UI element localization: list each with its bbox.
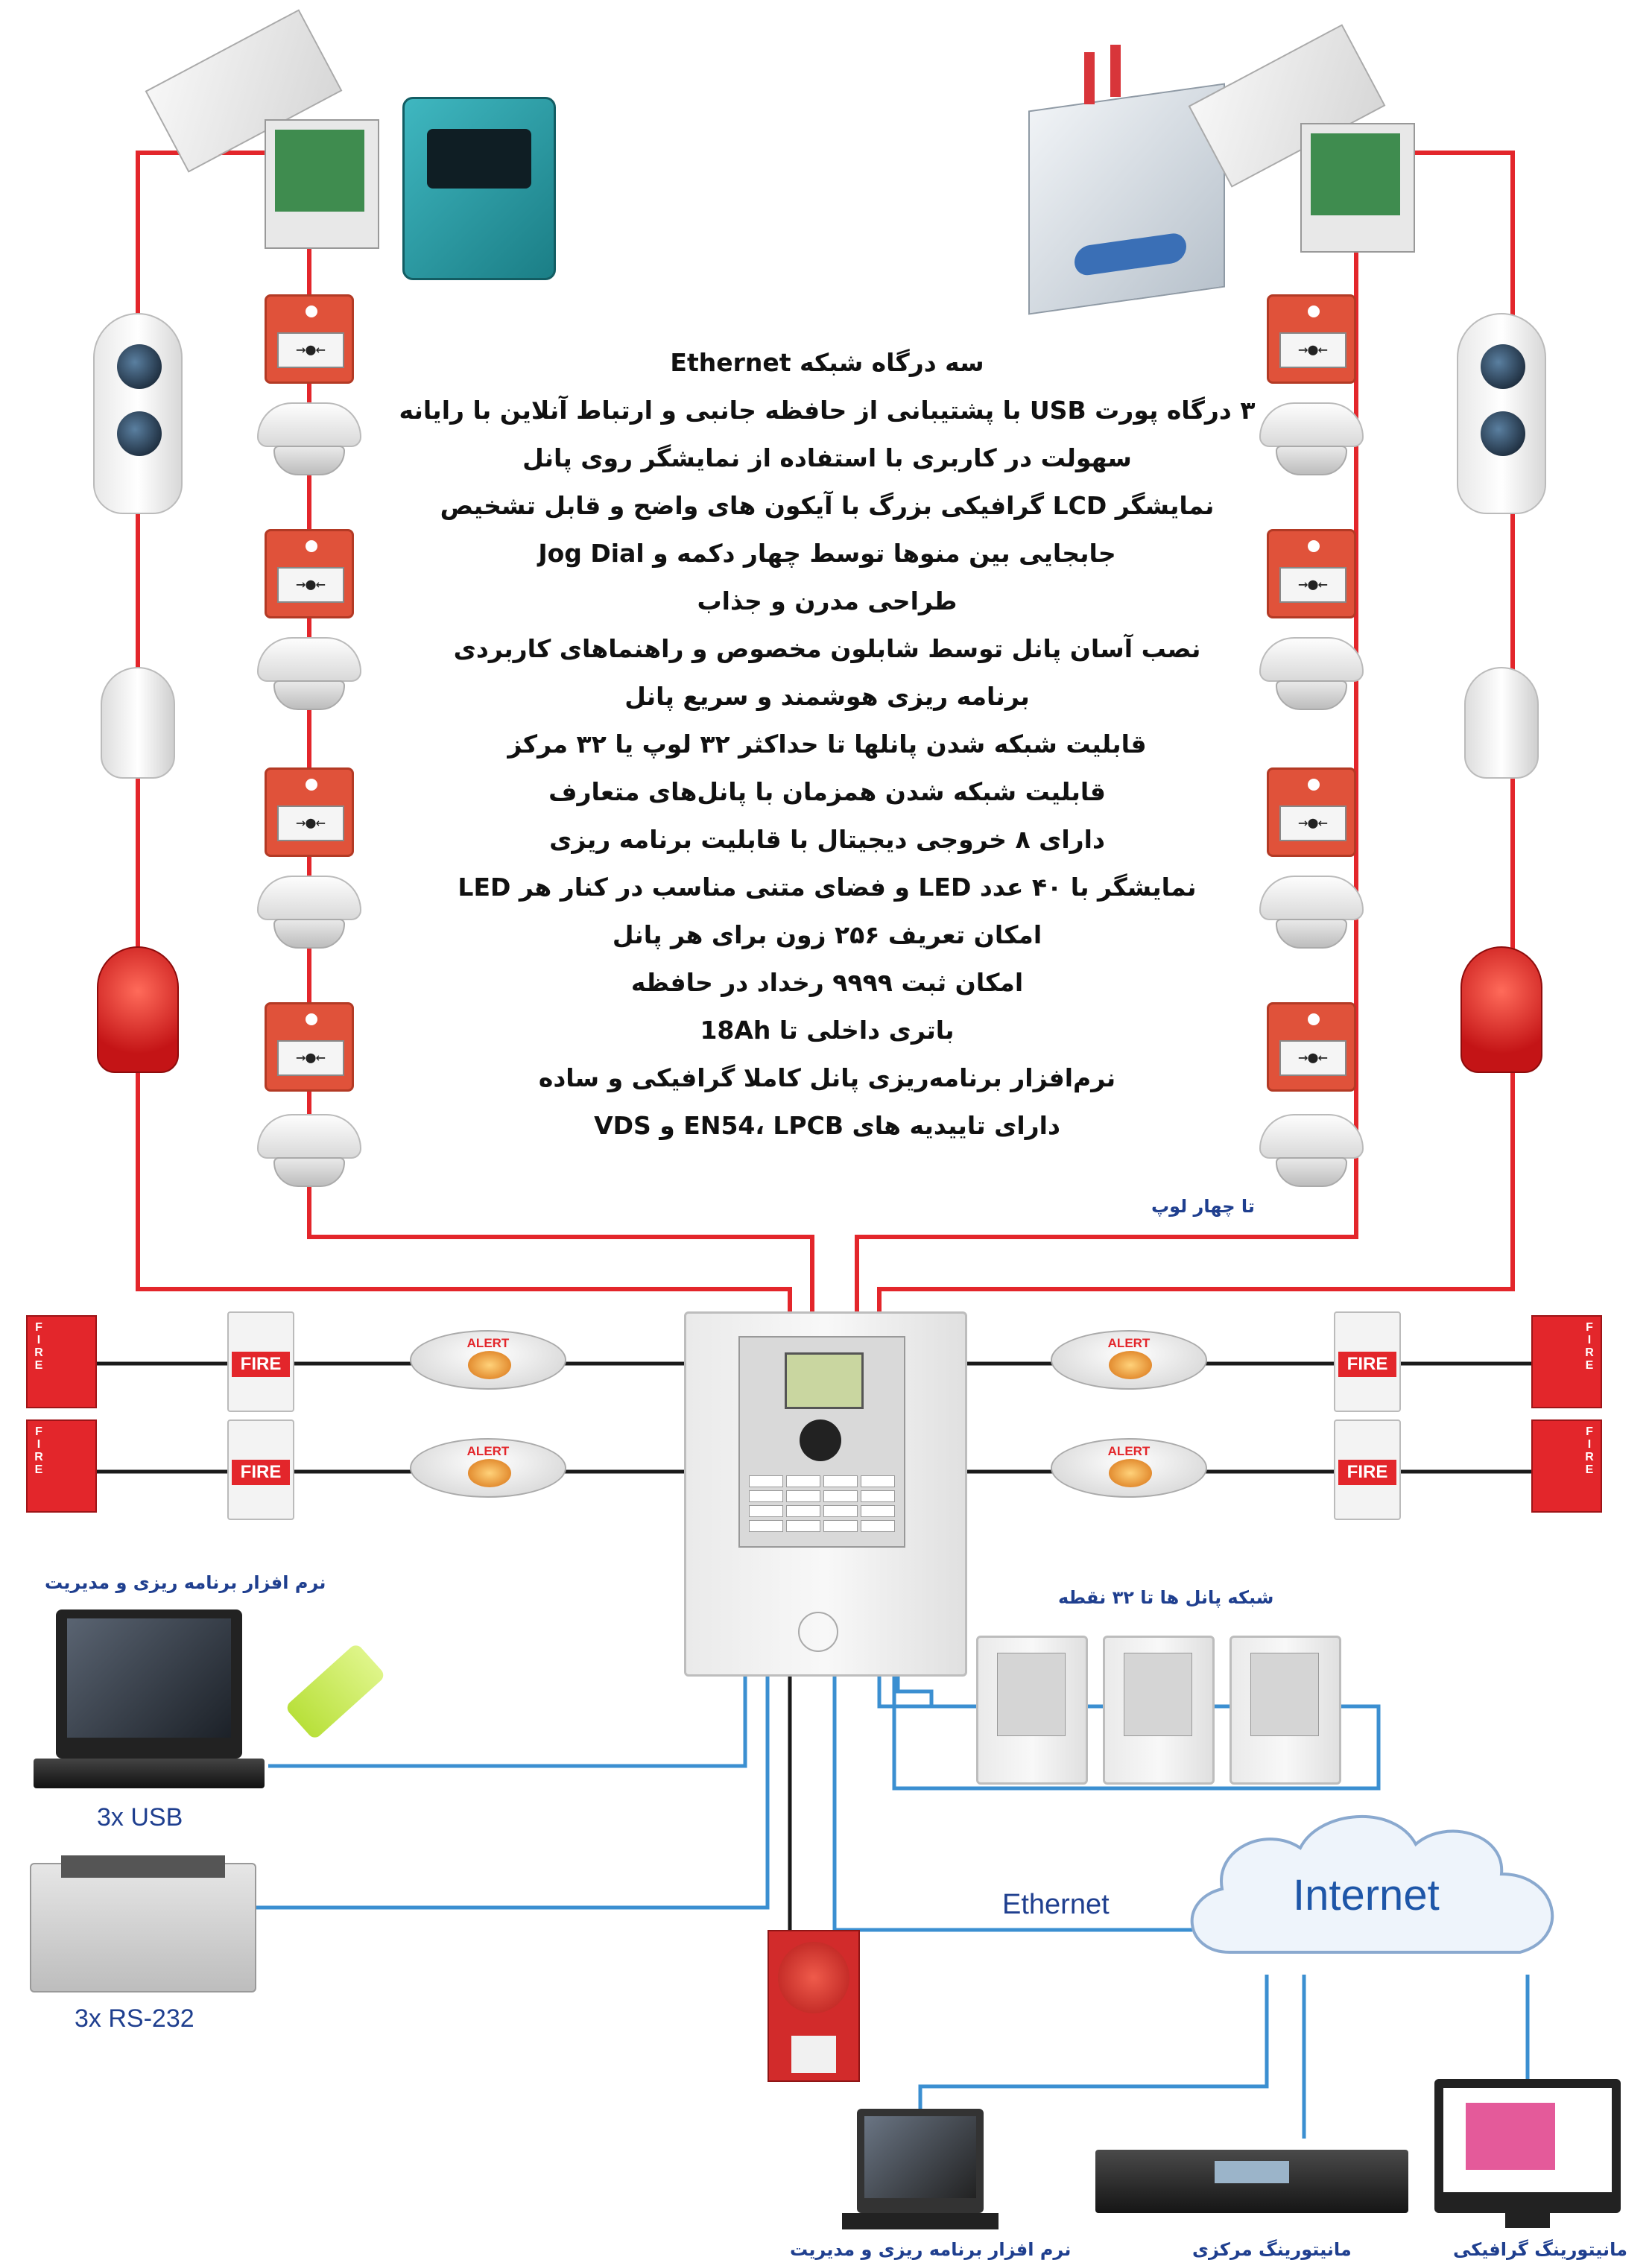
- feature-item: نصب آسان پانل توسط شابلون مخصوص و راهنما…: [453, 634, 1201, 663]
- laptop-bottom-base: [842, 2213, 999, 2229]
- manual-call-point: →●←: [1267, 767, 1356, 857]
- loop-note: تا چهار لوپ: [1151, 1196, 1255, 1217]
- feature-item: نمایشگر با ۴۰ عدد LED و فضای متنی مناسب …: [458, 873, 1197, 902]
- wall-sounder-right: [1464, 667, 1539, 779]
- feature-item: قابلیت شبکه شدن پانلها تا حداکثر ۳۲ لوپ …: [507, 729, 1147, 759]
- beam-detector-right: [1457, 313, 1546, 514]
- flame-detector: [402, 97, 556, 280]
- feature-item: باتری داخلی تا 18Ah: [700, 1016, 955, 1045]
- interface-module-left-board: [265, 119, 379, 249]
- networked-panel: [976, 1636, 1088, 1785]
- internet-label: Internet: [1293, 1871, 1440, 1919]
- printer: [30, 1855, 256, 1992]
- smoke-detector: [257, 637, 361, 712]
- software-caption-bottom: نرم افزار برنامه ریزی و مدیریت: [790, 2239, 1072, 2260]
- feature-item: جابجایی بین منوها توسط چهار دکمه و Jog D…: [538, 539, 1116, 568]
- central-monitoring-unit: [1095, 2150, 1408, 2213]
- alarm-bell: [768, 1930, 860, 2082]
- fire-strobe: FIRE: [1334, 1419, 1401, 1520]
- manual-call-point: →●←: [1267, 1002, 1356, 1092]
- alert-sounder: ALERT: [410, 1438, 566, 1498]
- graphic-monitoring-caption: مانیتورینگ گرافیکی: [1453, 2239, 1627, 2260]
- manual-call-point: →●←: [265, 1002, 354, 1092]
- alert-sounder: ALERT: [410, 1330, 566, 1390]
- inlet-pipe: [1110, 45, 1121, 97]
- feature-item: سهولت در کاربری با استفاده از نمایشگر رو…: [522, 443, 1132, 472]
- fire-strobe: FIRE: [227, 1419, 294, 1520]
- feature-list: سه درگاه شبکه Ethernet ۳ درگاه پورت USB …: [373, 339, 1282, 1150]
- alert-sounder: ALERT: [1051, 1438, 1207, 1498]
- main-fire-panel: [684, 1311, 967, 1677]
- ethernet-label: Ethernet: [1002, 1889, 1110, 1920]
- manual-call-point: →●←: [265, 294, 354, 384]
- feature-item: امکان تعریف ۲۵۶ زون برای هر پانل: [612, 920, 1042, 949]
- inlet-pipe: [1084, 52, 1095, 104]
- smoke-detector: [1259, 876, 1364, 950]
- feature-item: امکان ثبت ۹۹۹۹ رخداد در حافظه: [630, 968, 1024, 997]
- networked-panel: [1103, 1636, 1215, 1785]
- central-monitoring-caption: مانیتورینگ مرکزی: [1192, 2239, 1352, 2260]
- manual-call-point: →●←: [1267, 529, 1356, 618]
- laptop-left-base: [34, 1759, 265, 1788]
- feature-item: دارای تاییدیه های EN54، LPCB و VDS: [594, 1111, 1060, 1140]
- feature-item: نمایشگر LCD گرافیکی بزرگ با آیکون های وا…: [440, 491, 1215, 520]
- smoke-detector: [257, 876, 361, 950]
- internet-cloud: [1190, 1814, 1554, 1954]
- networked-panel: [1229, 1636, 1341, 1785]
- smoke-detector: [1259, 402, 1364, 477]
- beam-detector-left: [93, 313, 183, 514]
- wall-sounder-left: [101, 667, 175, 779]
- sounder-beacon-right: [1460, 946, 1542, 1073]
- interface-module-right-board: [1300, 123, 1415, 253]
- smoke-detector: [1259, 637, 1364, 712]
- manual-call-point: →●←: [265, 767, 354, 857]
- smoke-detector: [257, 402, 361, 477]
- feature-item: طراحی مدرن و جذاب: [697, 586, 958, 615]
- manual-call-point: →●←: [1267, 294, 1356, 384]
- fire-strobe: FIRE: [1334, 1311, 1401, 1412]
- laptop-bottom: [857, 2109, 984, 2213]
- graphic-monitor-stand: [1505, 2213, 1550, 2228]
- manual-call-point: →●←: [265, 529, 354, 618]
- usb-label: 3x USB: [97, 1803, 183, 1832]
- smoke-detector: [257, 1114, 361, 1188]
- feature-item: برنامه ریزی هوشمند و سریع پانل: [624, 682, 1030, 711]
- feature-item: ۳ درگاه پورت USB با پشتیبانی از حافظه جا…: [399, 396, 1256, 425]
- feature-item: نرم‌افزار برنامه‌ریزی پانل کاملا گرافیکی…: [538, 1063, 1116, 1092]
- sounder-beacon-left: [97, 946, 179, 1073]
- alert-sounder: ALERT: [1051, 1330, 1207, 1390]
- feature-item: سه درگاه شبکه Ethernet: [670, 348, 984, 377]
- rs232-label: 3x RS-232: [75, 2004, 194, 2033]
- laptop-left-screen: [67, 1618, 231, 1738]
- software-caption-left: نرم افزار برنامه ریزی و مدیریت: [45, 1572, 326, 1593]
- smoke-detector: [1259, 1114, 1364, 1188]
- graphic-monitor: [1434, 2079, 1621, 2213]
- fire-strobe: FIRE: [227, 1311, 294, 1412]
- feature-item: دارای ۸ خروجی دیجیتال با قابلیت برنامه ر…: [549, 825, 1105, 854]
- feature-item: قابلیت شبکه شدن همزمان با پانل‌های متعار…: [548, 777, 1106, 806]
- network-caption: شبکه پانل ها تا ۳۲ نقطه: [1058, 1587, 1274, 1608]
